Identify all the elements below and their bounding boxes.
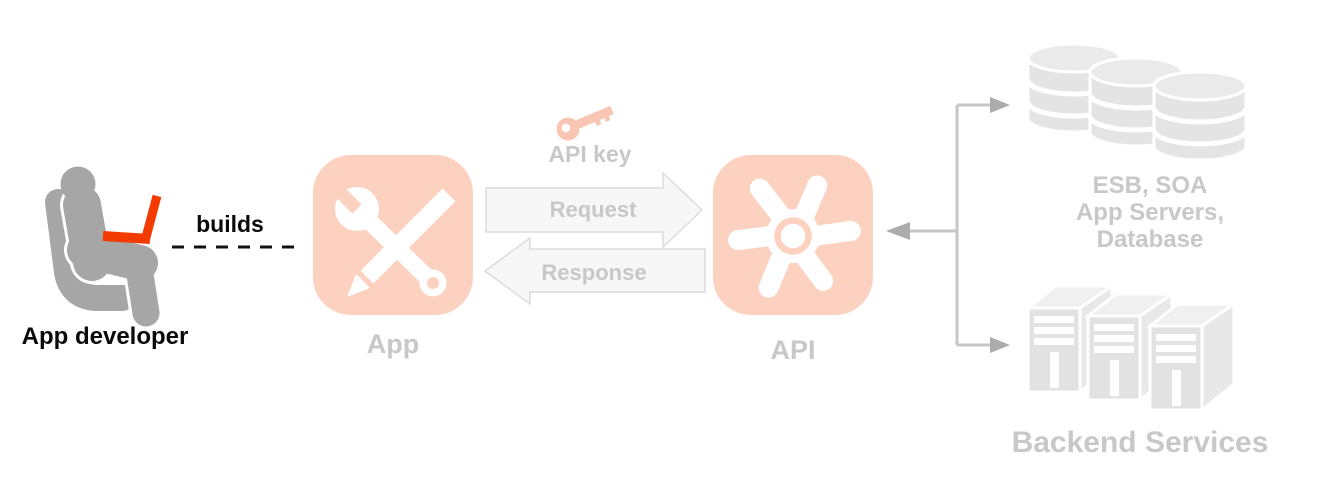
backend-connector-lines <box>886 97 1010 353</box>
wrench-and-pencil-icon <box>324 176 456 297</box>
backend-services-label: Backend Services <box>1011 426 1269 459</box>
builds-dashed-line <box>172 245 302 249</box>
api-key-label: API key <box>548 141 632 167</box>
response-label: Response <box>541 260 647 285</box>
server-stack-icon <box>1026 284 1236 412</box>
request-label: Request <box>549 197 637 222</box>
database-stack-icon <box>1020 38 1270 173</box>
app-developer-label: App developer <box>21 323 189 350</box>
key-icon <box>556 105 614 141</box>
api-label: API <box>770 335 816 365</box>
request-response-arrows <box>483 171 706 306</box>
arrowhead-to-api-icon <box>886 222 910 240</box>
esb-soa-label-line2: App Servers, <box>1075 199 1225 226</box>
arrowhead-to-servers-icon <box>990 337 1010 353</box>
response-arrow-shape <box>483 236 706 306</box>
gear-pinwheel-icon <box>728 175 861 298</box>
laptop-icon <box>102 194 162 244</box>
esb-soa-label-line1: ESB, SOA <box>1092 172 1208 199</box>
api-node <box>713 155 873 315</box>
esb-soa-label-line3: Database <box>1096 226 1204 253</box>
builds-label: builds <box>196 211 264 237</box>
app-node <box>313 155 473 315</box>
app-label: App <box>366 329 420 359</box>
request-arrow-shape <box>485 171 704 249</box>
esb-soa-label: ESB, SOA App Servers, Database <box>1035 172 1265 253</box>
person-with-laptop-icon <box>45 166 163 330</box>
arrowhead-to-databases-icon <box>990 97 1010 113</box>
